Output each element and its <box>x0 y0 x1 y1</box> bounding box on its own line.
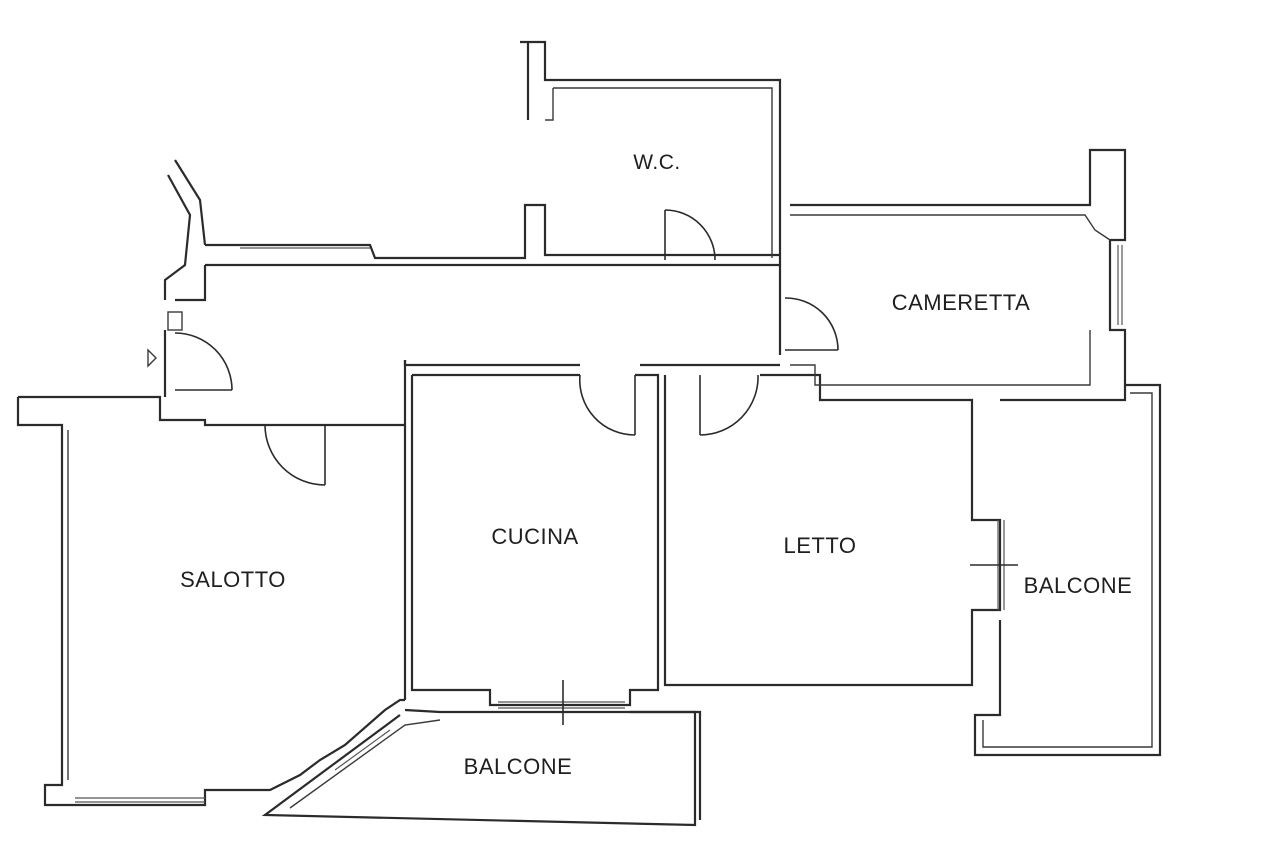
room-label-cucina: CUCINA <box>491 524 579 549</box>
room-label-cameretta: CAMERETTA <box>891 290 1031 315</box>
corridor-walls <box>205 203 782 367</box>
door-wc <box>664 209 716 261</box>
wc-walls <box>520 40 782 265</box>
door-cameretta <box>784 297 839 351</box>
room-label-salotto: SALOTTO <box>180 567 286 592</box>
salotto-walls <box>16 395 405 807</box>
room-label-letto: LETTO <box>783 533 857 558</box>
room-label-balcone-right: BALCONE <box>1023 573 1133 598</box>
room-label-wc: W.C. <box>633 151 681 174</box>
room-label-balcone-bottom: BALCONE <box>463 754 573 779</box>
doors <box>167 209 1018 725</box>
cameretta-walls <box>790 148 1127 402</box>
door-cucina <box>578 374 636 436</box>
balcone-bottom-walls <box>261 708 702 827</box>
balcone-right-walls <box>973 383 1162 757</box>
door-salotto <box>264 424 326 486</box>
entrance-walls <box>147 159 207 397</box>
letto-walls <box>663 373 1005 687</box>
cucina-walls <box>403 360 660 709</box>
door-letto <box>699 374 759 436</box>
door-entrance <box>167 311 233 391</box>
